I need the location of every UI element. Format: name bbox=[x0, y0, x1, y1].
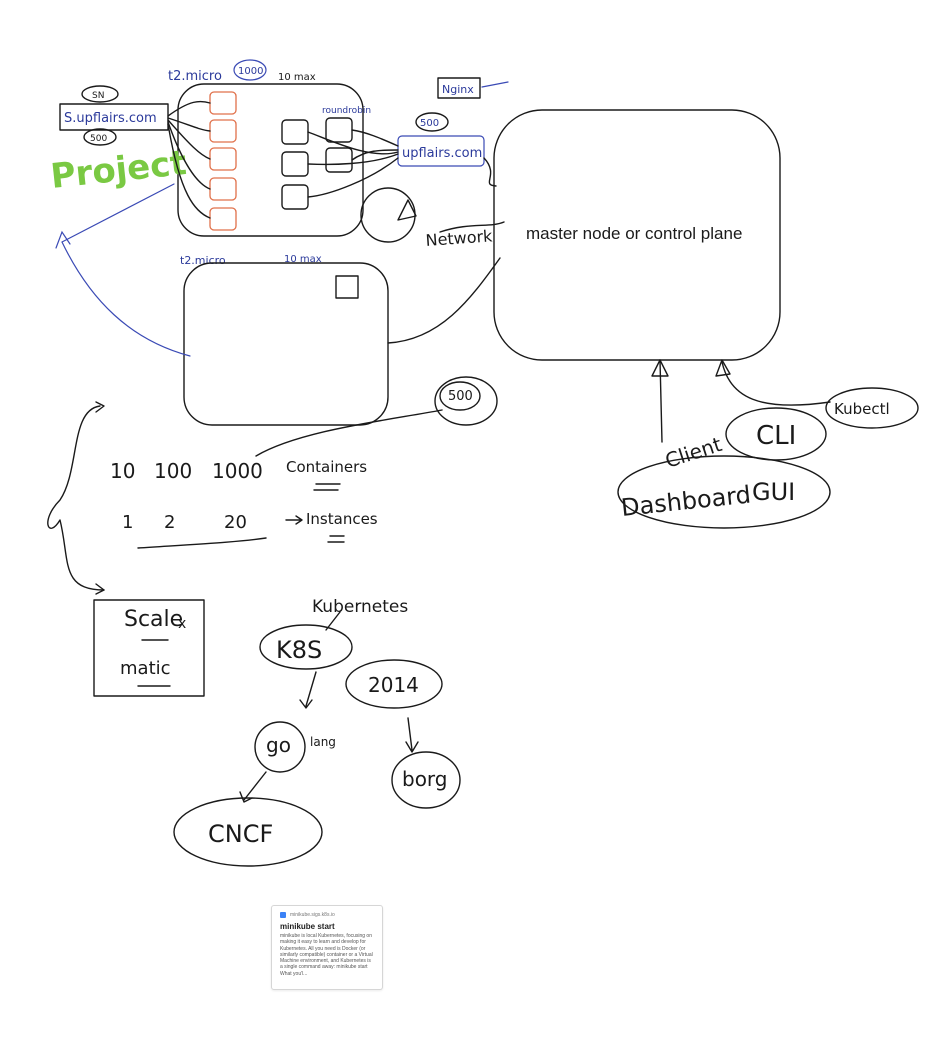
nginx-arrow bbox=[481, 81, 509, 88]
go-bubble bbox=[254, 721, 306, 773]
kubectl-to-master-arrow bbox=[721, 361, 831, 406]
arrowhead-client bbox=[651, 359, 669, 377]
blue-arrow-upper bbox=[61, 183, 175, 243]
instance-count-2: 2 bbox=[164, 512, 175, 533]
card-title: minikube start bbox=[280, 922, 335, 931]
go-to-cncf-arrow bbox=[239, 771, 267, 803]
borg-bubble bbox=[391, 751, 461, 809]
network-to-master-arrow bbox=[439, 221, 505, 233]
scalematic-underline bbox=[137, 639, 171, 687]
label-k8s: K8S bbox=[276, 636, 322, 664]
year-to-borg-arrow bbox=[405, 717, 419, 753]
card-source-url: minikube.sigs.k8s.io bbox=[290, 912, 335, 918]
label-borg: borg bbox=[402, 767, 448, 791]
kubectl-bubble bbox=[825, 387, 919, 429]
label-t2-micro-bottom: t2.micro bbox=[180, 254, 226, 267]
blue-arrowhead bbox=[55, 230, 71, 249]
label-year: 2014 bbox=[368, 673, 419, 697]
instances-long-underline bbox=[137, 537, 267, 549]
label-scale: Scale bbox=[124, 607, 183, 632]
blue-arrow-lower bbox=[61, 241, 191, 357]
container-count-100: 100 bbox=[154, 459, 192, 483]
dashboard-gui-bubble bbox=[617, 455, 831, 529]
label-sn: SN bbox=[92, 91, 104, 101]
label-domain-right: upflairs.com bbox=[402, 146, 482, 161]
containers-underline bbox=[313, 483, 341, 491]
count-500-right-bubble bbox=[415, 112, 449, 132]
label-matic: matic bbox=[120, 658, 171, 679]
instances-underline bbox=[327, 535, 345, 543]
label-kubernetes: Kubernetes bbox=[312, 597, 408, 617]
count-500-left-bubble bbox=[83, 128, 117, 146]
network-triangle bbox=[397, 199, 417, 221]
instance-count-1: 1 bbox=[122, 512, 133, 533]
label-ten-max: 10 max bbox=[278, 72, 316, 83]
network-circle bbox=[360, 187, 416, 243]
master-node-label: master node or control plane bbox=[526, 224, 743, 243]
year-bubble bbox=[345, 659, 443, 709]
label-count-1000: 1000 bbox=[238, 66, 263, 77]
circle-500-arrow bbox=[255, 409, 443, 457]
bottom-box-to-master-arrow bbox=[387, 257, 501, 344]
master-node-box bbox=[493, 109, 781, 361]
arrows-domain-to-containers bbox=[167, 100, 211, 219]
k8s-bubble bbox=[259, 624, 353, 670]
brace-arrow-bottom bbox=[95, 583, 105, 595]
arrows-domain-to-pods bbox=[307, 129, 497, 198]
label-client: Client bbox=[662, 432, 725, 473]
card-description: minikube is local Kubernetes, focusing o… bbox=[280, 933, 373, 977]
label-domain-left: S.upflairs.com bbox=[64, 111, 157, 126]
label-project: Project bbox=[49, 143, 189, 197]
arrowhead-kubectl bbox=[715, 359, 731, 377]
cncf-bubble bbox=[173, 797, 323, 867]
domain-left-box bbox=[59, 103, 169, 131]
label-dashboard: Dashboard bbox=[620, 481, 752, 522]
sn-bubble bbox=[81, 85, 119, 103]
label-instances: Instances bbox=[306, 510, 378, 528]
k8s-to-go-arrow bbox=[299, 671, 317, 709]
site-favicon-icon bbox=[280, 912, 286, 918]
domain-right-box bbox=[397, 135, 485, 167]
server-box-bottom bbox=[183, 262, 389, 426]
label-gui: GUI bbox=[752, 478, 795, 506]
nginx-box bbox=[437, 77, 481, 99]
label-cncf: CNCF bbox=[208, 820, 273, 848]
label-x-mark: x bbox=[178, 616, 186, 632]
instance-count-20: 20 bbox=[224, 512, 247, 533]
circle-500 bbox=[434, 376, 498, 426]
container-count-10: 10 bbox=[110, 459, 135, 483]
circle-500-inner bbox=[439, 381, 481, 411]
label-containers: Containers bbox=[286, 458, 367, 476]
label-go: go bbox=[266, 733, 291, 757]
label-500-circle: 500 bbox=[448, 389, 473, 404]
label-lang: lang bbox=[310, 735, 336, 749]
label-500-right: 500 bbox=[420, 118, 439, 129]
label-nginx: Nginx bbox=[442, 83, 474, 96]
count-1000-bubble bbox=[233, 59, 267, 81]
container-column bbox=[209, 91, 237, 231]
brace-arrow-top bbox=[95, 401, 105, 413]
label-network: Network bbox=[425, 226, 494, 250]
scalematic-box bbox=[93, 599, 205, 697]
label-kubectl: Kubectl bbox=[834, 400, 890, 418]
left-brace bbox=[47, 405, 105, 591]
label-ten-max-bottom: 10 max bbox=[284, 254, 322, 265]
instances-arrow bbox=[285, 515, 303, 525]
label-roundrobin: roundrobin bbox=[322, 106, 371, 116]
label-cli: CLI bbox=[756, 421, 796, 451]
card-source: minikube.sigs.k8s.io bbox=[280, 912, 374, 918]
small-square bbox=[335, 275, 359, 299]
client-to-master-arrow bbox=[659, 359, 663, 443]
link-preview-card[interactable]: minikube.sigs.k8s.io minikube start mini… bbox=[271, 905, 383, 990]
label-500-left: 500 bbox=[90, 134, 107, 144]
server-box-top bbox=[177, 83, 364, 237]
label-t2-micro-top: t2.micro bbox=[168, 69, 222, 84]
container-count-1000: 1000 bbox=[212, 459, 263, 483]
